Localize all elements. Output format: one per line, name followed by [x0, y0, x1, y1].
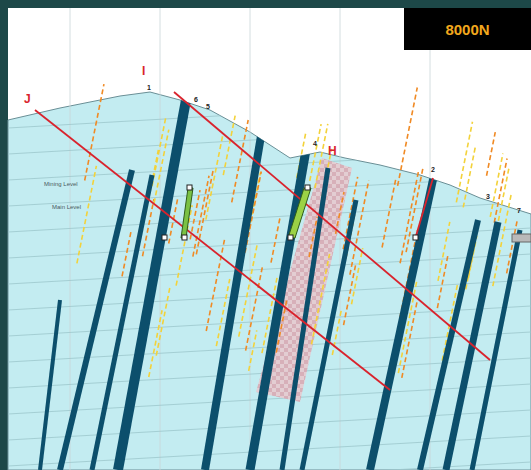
drill-trace [232, 120, 248, 202]
sky [8, 8, 531, 470]
callout-number: 5 [206, 103, 210, 110]
veins [40, 100, 520, 470]
drill-trace [463, 147, 475, 208]
stratum-line [8, 176, 531, 206]
ground [8, 92, 531, 470]
stratum-line [8, 98, 531, 128]
stratum-line [8, 254, 531, 284]
drill-trace [382, 179, 396, 247]
section-letter: I [142, 65, 145, 77]
section-letter: H [328, 145, 337, 157]
collar-markers [162, 185, 418, 240]
callout-number: 1 [147, 84, 151, 91]
adit [512, 234, 531, 242]
grid-lines [70, 8, 430, 470]
drill-trace [336, 192, 344, 234]
drill-trace [149, 310, 162, 377]
callout-number: 2 [431, 166, 435, 173]
stratum-line [8, 228, 531, 258]
drill-trace [77, 166, 96, 263]
callout-number: 6 [194, 96, 198, 103]
section-lines [35, 92, 490, 390]
stratum-line [8, 202, 531, 232]
drill-trace [156, 287, 170, 355]
callout-number: 4 [313, 140, 317, 147]
drill-trace [223, 116, 235, 175]
title-box: 8000N [404, 8, 531, 50]
stratum-line [8, 150, 531, 180]
level-label: Main Level [52, 204, 81, 210]
drill-trace [271, 217, 280, 262]
drill-trace [249, 330, 257, 370]
drill-trace [196, 169, 213, 255]
drill-trace [456, 122, 472, 203]
drill-trace [490, 153, 503, 216]
stratum-line [8, 462, 531, 470]
drill-trace [487, 132, 496, 176]
drill-trace [398, 87, 418, 185]
callout-number: 3 [486, 193, 490, 200]
drill-trace [497, 168, 509, 229]
drill-trace [122, 232, 131, 277]
drill-trace [85, 84, 104, 180]
level-label: Mining Level [44, 181, 78, 187]
strata-lines [8, 98, 531, 470]
callout-number: 7 [517, 207, 521, 214]
drill-trace [310, 124, 321, 181]
drill-trace [437, 254, 448, 308]
section-letter: J [24, 93, 31, 105]
drill-trace [206, 135, 223, 220]
drill-rods [181, 188, 311, 238]
section-title: 8000N [445, 21, 489, 38]
